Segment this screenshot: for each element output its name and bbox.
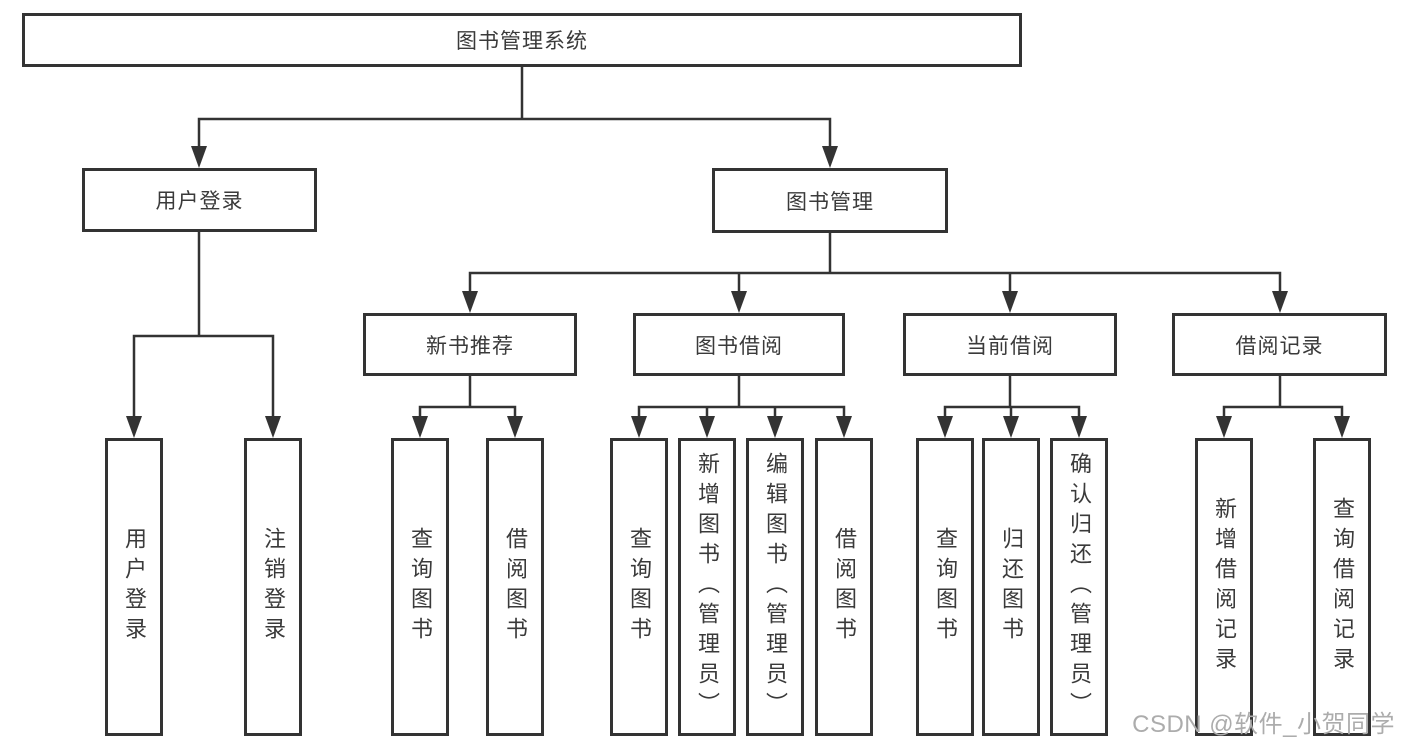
arrowhead [631, 416, 647, 438]
arrowhead-group [126, 146, 1350, 438]
leaf-newrec-borrow-books: 借阅图书 [486, 438, 544, 736]
node-user-login: 用户登录 [82, 168, 317, 232]
leaf-label: 借阅图书 [832, 527, 857, 647]
connector-group [132, 67, 1344, 420]
leaf-borrow-borrow-books: 借阅图书 [815, 438, 873, 736]
arrowhead [1216, 416, 1232, 438]
leaf-label: 确认归还（管理员） [1067, 452, 1092, 722]
arrowhead [1272, 291, 1288, 313]
node-new-book-recommend: 新书推荐 [363, 313, 577, 376]
arrowhead [699, 416, 715, 438]
leaf-label: 归还图书 [999, 527, 1024, 647]
arrowhead [731, 291, 747, 313]
leaf-current-return-books: 归还图书 [982, 438, 1040, 736]
arrowhead [1071, 416, 1087, 438]
leaf-label: 查询图书 [933, 527, 958, 647]
connector [468, 271, 1282, 295]
node-root: 图书管理系统 [22, 13, 1022, 67]
node-book-management: 图书管理 [712, 168, 948, 233]
leaf-label: 新增借阅记录 [1212, 497, 1237, 677]
leaf-label: 编辑图书（管理员） [763, 452, 788, 722]
arrowhead [126, 416, 142, 438]
leaf-borrow-edit-books-admin: 编辑图书（管理员） [746, 438, 804, 736]
leaf-record-add-borrow-record: 新增借阅记录 [1195, 438, 1253, 736]
arrowhead [822, 146, 838, 168]
connector [637, 405, 846, 420]
leaf-record-query-borrow-record: 查询借阅记录 [1313, 438, 1371, 736]
leaf-newrec-query-books: 查询图书 [391, 438, 449, 736]
leaf-user-login: 用户登录 [105, 438, 163, 736]
leaf-label: 查询图书 [408, 527, 433, 647]
leaf-borrow-add-books-admin: 新增图书（管理员） [678, 438, 736, 736]
arrowhead [1334, 416, 1350, 438]
arrowhead [1003, 416, 1019, 438]
leaf-label: 借阅图书 [503, 527, 528, 647]
leaf-logout: 注销登录 [244, 438, 302, 736]
leaf-current-query-books: 查询图书 [916, 438, 974, 736]
arrowhead [767, 416, 783, 438]
arrowhead [265, 416, 281, 438]
node-borrow-record: 借阅记录 [1172, 313, 1387, 376]
connector [1222, 405, 1344, 420]
leaf-label: 注销登录 [261, 527, 286, 647]
leaf-current-confirm-return-admin: 确认归还（管理员） [1050, 438, 1108, 736]
connector [132, 334, 275, 420]
leaf-label: 查询借阅记录 [1330, 497, 1355, 677]
arrowhead [1002, 291, 1018, 313]
arrowhead [507, 416, 523, 438]
arrowhead [412, 416, 428, 438]
leaf-label: 新增图书（管理员） [695, 452, 720, 722]
node-current-borrow: 当前借阅 [903, 313, 1117, 376]
watermark: CSDN @软件_小贺同学 [1132, 711, 1395, 738]
node-book-borrow: 图书借阅 [633, 313, 845, 376]
leaf-label: 查询图书 [627, 527, 652, 647]
arrowhead [836, 416, 852, 438]
leaf-label: 用户登录 [122, 527, 147, 647]
leaf-borrow-query-books: 查询图书 [610, 438, 668, 736]
arrowhead [462, 291, 478, 313]
connector [197, 117, 832, 150]
arrowhead [937, 416, 953, 438]
connector [418, 405, 517, 420]
arrowhead [191, 146, 207, 168]
